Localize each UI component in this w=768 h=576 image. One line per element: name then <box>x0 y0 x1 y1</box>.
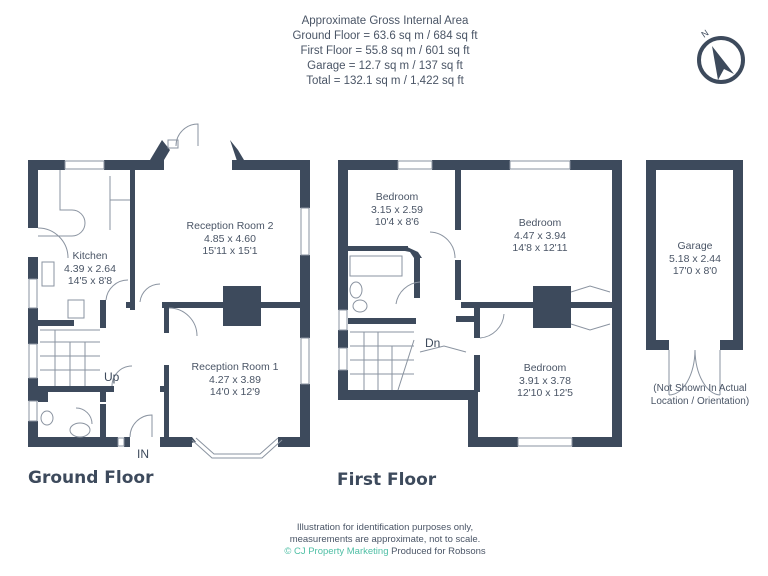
room-name: Reception Room 2 <box>186 220 274 232</box>
area-garage: Garage = 12.7 sq m / 137 sq ft <box>307 60 463 72</box>
area-summary: Approximate Gross Internal Area Ground F… <box>250 14 520 89</box>
room-kitchen: Kitchen 4.39 x 2.64 14'5 x 8'8 <box>50 250 130 288</box>
room-name: Kitchen <box>72 250 108 262</box>
room-metric: 4.39 x 2.64 <box>64 262 116 275</box>
room-imperial: 14'5 x 8'8 <box>67 275 113 287</box>
room-imperial: 14'8 x 12'11 <box>512 242 568 254</box>
room-metric: 4.47 x 3.94 <box>514 229 566 242</box>
brand-credit: © CJ Property Marketing <box>284 546 389 557</box>
produced-for: Produced for Robsons <box>391 546 486 557</box>
credit-line: © CJ Property Marketing Produced for Rob… <box>240 546 530 558</box>
room-metric: 3.15 x 2.59 <box>371 203 423 216</box>
room-metric: 5.18 x 2.44 <box>669 252 721 265</box>
room-name: Garage <box>677 240 713 252</box>
room-name: Bedroom <box>518 217 562 229</box>
first-floor-title: First Floor <box>337 470 437 490</box>
room-imperial: 10'4 x 8'6 <box>374 216 420 228</box>
room-name: Reception Room 1 <box>191 361 279 373</box>
svg-text:N: N <box>699 28 710 40</box>
note-line: (Not Shown In Actual <box>653 383 747 394</box>
room-reception-1: Reception Room 1 4.27 x 3.89 14'0 x 12'9 <box>170 361 300 399</box>
area-ground-floor: Ground Floor = 63.6 sq m / 684 sq ft <box>292 30 478 42</box>
room-metric: 3.91 x 3.78 <box>519 374 571 387</box>
stairs-down-label: Dn <box>425 336 441 350</box>
area-total: Total = 132.1 sq m / 1,422 sq ft <box>306 75 464 87</box>
area-first-floor: First Floor = 55.8 sq m / 601 sq ft <box>300 45 470 57</box>
disclaimer-footer: Illustration for identification purposes… <box>240 522 530 558</box>
disclaimer-line-1: Illustration for identification purposes… <box>296 522 474 533</box>
disclaimer-line-2: measurements are approximate, not to sca… <box>289 534 481 545</box>
room-reception-2: Reception Room 2 4.85 x 4.60 15'11 x 15'… <box>160 220 300 258</box>
entrance-label: IN <box>137 447 149 461</box>
room-metric: 4.27 x 3.89 <box>209 373 261 386</box>
room-bedroom-2: Bedroom 3.91 x 3.78 12'10 x 12'5 <box>490 362 600 400</box>
room-imperial: 15'11 x 15'1 <box>202 245 258 257</box>
room-metric: 4.85 x 4.60 <box>204 232 256 245</box>
garage-location-note: (Not Shown In Actual Location / Orientat… <box>640 383 760 408</box>
area-heading: Approximate Gross Internal Area <box>301 15 469 27</box>
room-name: Bedroom <box>523 362 567 374</box>
room-imperial: 12'10 x 12'5 <box>517 387 573 399</box>
note-line: Location / Orientation) <box>650 395 750 407</box>
ground-floor-title: Ground Floor <box>28 468 154 488</box>
room-garage: Garage 5.18 x 2.44 17'0 x 8'0 <box>656 240 734 278</box>
north-arrow-icon: N <box>697 28 745 84</box>
room-imperial: 14'0 x 12'9 <box>209 386 261 398</box>
room-bedroom-1: Bedroom 4.47 x 3.94 14'8 x 12'11 <box>480 217 600 255</box>
room-bedroom-3: Bedroom 3.15 x 2.59 10'4 x 8'6 <box>352 191 442 229</box>
room-name: Bedroom <box>375 191 419 203</box>
stairs-up-label: Up <box>104 370 120 384</box>
room-imperial: 17'0 x 8'0 <box>672 265 718 277</box>
